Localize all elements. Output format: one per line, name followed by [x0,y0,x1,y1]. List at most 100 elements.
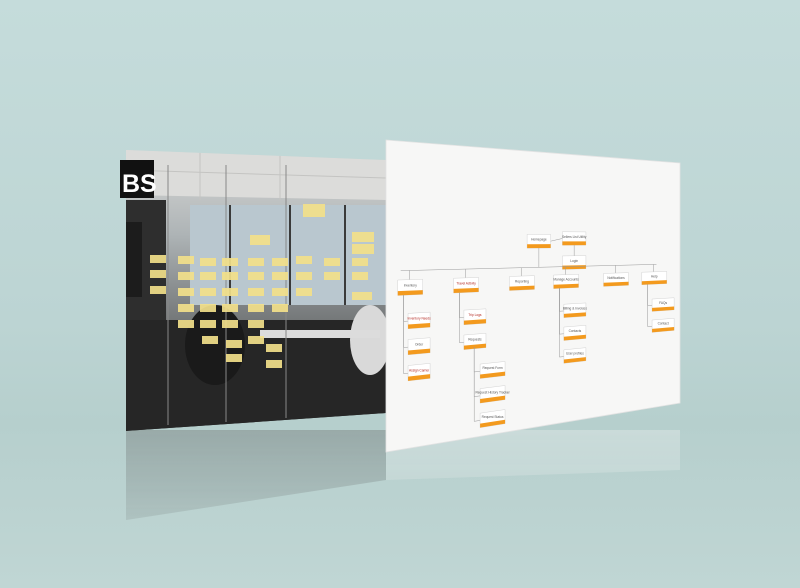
sitemap-node-homepage: Homepage [526,234,551,249]
node-label: Request History Tracker [475,390,510,394]
sticky-note [272,288,288,296]
person-silhouette-right [350,305,386,375]
sticky-note [248,288,264,296]
connector-line [400,264,657,271]
node-label: Inventory Needs [407,317,431,321]
sticky-note [202,336,218,344]
node-label: Homepage [531,238,547,242]
logo-box [120,160,154,198]
table [260,330,380,338]
node-accent-bar [527,244,551,249]
sticky-note [178,320,194,328]
node-accent-bar [641,280,667,285]
sitemap-node-child: Billing & Invoices [563,302,588,318]
node-accent-bar [463,319,486,325]
sticky-note [248,272,264,280]
sticky-note [200,272,216,280]
node-label: Requests [468,338,482,342]
node-label: Manage Accounts [553,278,579,282]
sticky-note [248,304,264,312]
node-accent-bar [563,334,586,341]
node-accent-bar [563,357,586,364]
sitemap-node-section: Notifications [603,272,629,287]
wall-poster [126,222,142,297]
node-accent-bar [408,374,431,381]
sticky-note [272,258,288,266]
connector-line [550,238,563,242]
sticky-note [226,340,242,348]
node-label: Order [415,342,424,346]
node-accent-bar [553,283,579,289]
connector-line [474,420,481,422]
sticky-note [272,304,288,312]
sticky-note [352,272,368,280]
sticky-note [248,336,264,344]
sitemap-node-section: Help [641,271,667,285]
node-label: Contact [658,322,669,326]
sitemap-node-request-child: Request History Tracker [475,385,511,404]
node-accent-bar [408,322,431,329]
sitemap-node-child: Requests [463,333,487,350]
node-label: Help [651,274,658,278]
sticky-note [352,232,374,242]
sticky-note [296,272,312,280]
sticky-note [222,258,238,266]
sticky-note [178,304,194,312]
sitemap-node-section: Inventory [397,279,423,296]
sticky-note [303,204,325,217]
node-accent-bar [652,306,675,312]
node-accent-bar [603,281,629,287]
sticky-note [150,270,166,278]
sticky-note [222,320,238,328]
sticky-note [352,244,374,254]
sitemap-node-child: Order [407,337,431,356]
sitemap-node-child: Contacts [563,325,587,341]
sitemap-node-child: Inventory Needs [407,311,431,329]
sticky-note [296,256,312,264]
node-accent-bar [453,287,479,294]
sticky-note [178,256,194,264]
logo-text: BS [122,170,157,198]
sticky-note [324,258,340,266]
sitemap-node-section: Travel Activity [453,277,479,294]
sticky-note [200,304,216,312]
sitemap-node-child: User profiles [563,347,587,364]
node-label: Reporting [515,279,529,283]
node-accent-bar [509,285,535,291]
sitemap-node-login: Login [562,255,587,270]
node-accent-bar [408,348,431,355]
node-label: Login [570,259,578,263]
sitemap-node-request-child: Request Form [479,361,506,379]
sticky-note [200,288,216,296]
node-label: Inventory [404,284,418,288]
node-label: Request Status [482,415,504,419]
node-accent-bar [463,343,486,350]
sticky-note [222,288,238,296]
node-accent-bar [480,371,506,379]
node-accent-bar [652,326,675,333]
sitemap-node-child: Contact [651,318,675,333]
sticky-note [222,304,238,312]
sitemap-node-request-child: Request Status [479,409,506,428]
node-label: Assign Carrier [409,368,430,372]
sticky-note [296,288,312,296]
sticky-note [178,272,194,280]
sticky-note [324,272,340,280]
sitemap-node-section: Manage Accounts [553,274,579,289]
connector-line [474,395,481,397]
node-label: Billing & Invoices [563,307,588,311]
sticky-note [178,288,194,296]
sitemap-node-child: Trip Logs [463,308,487,325]
node-label: FAQs [659,301,667,305]
sticky-note [266,344,282,352]
connector-line [474,371,481,373]
node-accent-bar [480,395,506,404]
node-accent-bar [562,241,586,246]
node-label: Travel Activity [456,281,476,285]
sticky-note [272,272,288,280]
node-label: User profiles [566,352,584,356]
sitemap-node-child: Assign Carrier [407,363,431,382]
node-accent-bar [563,312,586,318]
